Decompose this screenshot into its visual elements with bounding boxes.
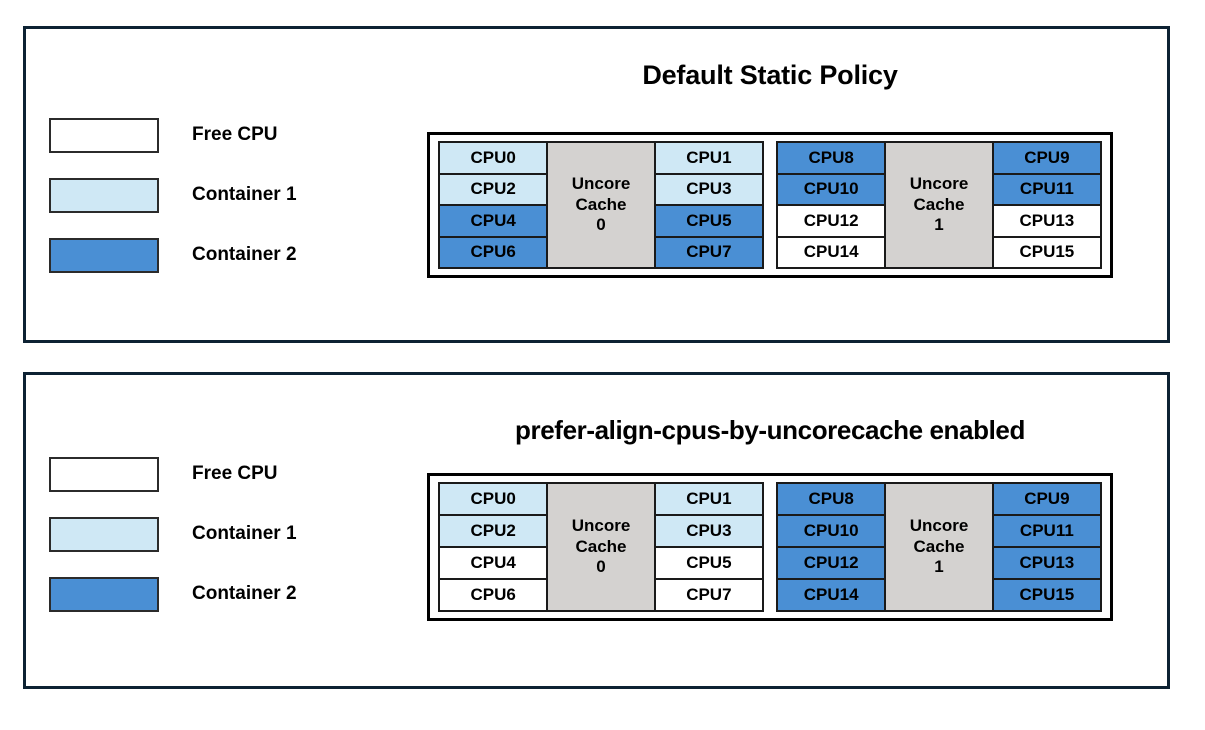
- cpu-cell: CPU0: [440, 143, 547, 175]
- uncore-cache-label-line: Cache: [575, 194, 627, 214]
- legend-item-container-2: Container 2: [49, 225, 379, 285]
- cpu-cell: CPU15: [993, 237, 1100, 267]
- legend-swatch-container-2: [49, 237, 159, 273]
- legend-label-free-cpu: Free CPU: [192, 463, 278, 484]
- cpu-column-right: CPU1 CPU3 CPU5 CPU7: [655, 484, 762, 610]
- uncore-cache-block-1: Uncore Cache 1: [884, 484, 994, 610]
- cpu-cell: CPU12: [778, 548, 885, 580]
- cpu-cell: CPU2: [440, 174, 547, 206]
- legend-label-container-1: Container 1: [192, 523, 297, 544]
- legend-swatch-container-1: [49, 516, 159, 552]
- legend-swatch-free-cpu: [49, 117, 159, 153]
- cpu-cell: CPU11: [993, 174, 1100, 206]
- cpu-cell: CPU10: [778, 174, 885, 206]
- uncore-cache-block-0: Uncore Cache 0: [546, 484, 656, 610]
- cpu-cell: CPU1: [655, 143, 762, 175]
- uncore-cache-index: 1: [934, 215, 944, 235]
- cpu-cell: CPU4: [440, 548, 547, 580]
- legend-default-static-policy: Free CPU Container 1 Container 2: [49, 105, 379, 285]
- uncore-cache-label-line: Uncore: [909, 173, 969, 193]
- cpu-cell: CPU2: [440, 516, 547, 548]
- legend-label-container-2: Container 2: [192, 244, 297, 265]
- uncore-cache-index: 0: [596, 557, 606, 577]
- cpu-column-right: CPU9 CPU11 CPU13 CPU15: [993, 484, 1100, 610]
- cpu-cell: CPU13: [993, 548, 1100, 580]
- cpu-cell: CPU6: [440, 580, 547, 610]
- legend-item-container-2: Container 2: [49, 564, 379, 624]
- cpu-column-left: CPU8 CPU10 CPU12 CPU14: [778, 143, 885, 267]
- cpu-column-left: CPU8 CPU10 CPU12 CPU14: [778, 484, 885, 610]
- uncore-cache-label-line: Cache: [575, 536, 627, 556]
- cpu-cell: CPU7: [655, 580, 762, 610]
- cpu-cell: CPU15: [993, 580, 1100, 610]
- cpu-column-right: CPU1 CPU3 CPU5 CPU7: [655, 143, 762, 267]
- uncore-cache-group-0: CPU0 CPU2 CPU4 CPU6 Uncore Cache 0 CPU1 …: [438, 482, 764, 612]
- uncore-cache-block-0: Uncore Cache 0: [546, 143, 656, 267]
- cpu-cell: CPU0: [440, 484, 547, 516]
- cpu-column-left: CPU0 CPU2 CPU4 CPU6: [440, 484, 547, 610]
- legend-swatch-container-2: [49, 576, 159, 612]
- uncore-cache-index: 0: [596, 215, 606, 235]
- cpu-cell: CPU8: [778, 484, 885, 516]
- legend-swatch-container-1: [49, 177, 159, 213]
- cpu-cell: CPU9: [993, 484, 1100, 516]
- cpu-cell: CPU13: [993, 206, 1100, 238]
- legend-label-free-cpu: Free CPU: [192, 124, 278, 145]
- cpu-cell: CPU3: [655, 174, 762, 206]
- uncore-cache-label-line: Uncore: [909, 515, 969, 535]
- uncore-cache-label-line: Cache: [913, 536, 965, 556]
- uncore-cache-label-line: Cache: [913, 194, 965, 214]
- page-title-prefer-align-cpus-by-uncorecache: prefer-align-cpus-by-uncorecache enabled: [515, 415, 1025, 445]
- uncore-cache-group-1: CPU8 CPU10 CPU12 CPU14 Uncore Cache 1 CP…: [776, 141, 1102, 269]
- cpu-cell: CPU10: [778, 516, 885, 548]
- legend-prefer-align: Free CPU Container 1 Container 2: [49, 444, 379, 624]
- legend-label-container-2: Container 2: [192, 583, 297, 604]
- cpu-topology-diagram-default: CPU0 CPU2 CPU4 CPU6 Uncore Cache 0 CPU1 …: [427, 132, 1113, 278]
- cpu-cell: CPU14: [778, 237, 885, 267]
- cpu-column-right: CPU9 CPU11 CPU13 CPU15: [993, 143, 1100, 267]
- cpu-cell: CPU11: [993, 516, 1100, 548]
- cpu-cell: CPU1: [655, 484, 762, 516]
- legend-item-container-1: Container 1: [49, 165, 379, 225]
- cpu-cell: CPU14: [778, 580, 885, 610]
- cpu-cell: CPU5: [655, 548, 762, 580]
- cpu-column-left: CPU0 CPU2 CPU4 CPU6: [440, 143, 547, 267]
- legend-item-container-1: Container 1: [49, 504, 379, 564]
- uncore-cache-group-0: CPU0 CPU2 CPU4 CPU6 Uncore Cache 0 CPU1 …: [438, 141, 764, 269]
- legend-item-free-cpu: Free CPU: [49, 105, 379, 165]
- legend-item-free-cpu: Free CPU: [49, 444, 379, 504]
- cpu-cell: CPU3: [655, 516, 762, 548]
- uncore-cache-label-line: Uncore: [571, 173, 631, 193]
- cpu-cell: CPU8: [778, 143, 885, 175]
- cpu-cell: CPU5: [655, 206, 762, 238]
- legend-swatch-free-cpu: [49, 456, 159, 492]
- legend-label-container-1: Container 1: [192, 184, 297, 205]
- cpu-cell: CPU7: [655, 237, 762, 267]
- uncore-cache-index: 1: [934, 557, 944, 577]
- page-title-default-static-policy: Default Static Policy: [642, 60, 898, 90]
- uncore-cache-block-1: Uncore Cache 1: [884, 143, 994, 267]
- cpu-cell: CPU4: [440, 206, 547, 238]
- cpu-cell: CPU6: [440, 237, 547, 267]
- cpu-cell: CPU9: [993, 143, 1100, 175]
- uncore-cache-label-line: Uncore: [571, 515, 631, 535]
- cpu-topology-diagram-prefer-align: CPU0 CPU2 CPU4 CPU6 Uncore Cache 0 CPU1 …: [427, 473, 1113, 621]
- cpu-cell: CPU12: [778, 206, 885, 238]
- uncore-cache-group-1: CPU8 CPU10 CPU12 CPU14 Uncore Cache 1 CP…: [776, 482, 1102, 612]
